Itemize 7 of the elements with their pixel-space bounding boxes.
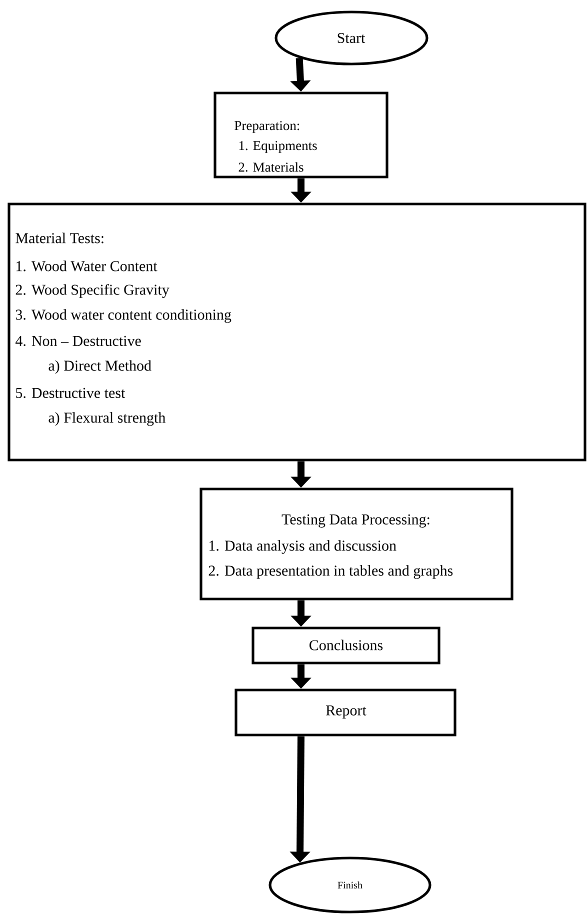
end-oval: Finish [268, 856, 432, 914]
process-box: Material Tests: 1. Wood Water Content 2. Wood Specific Gravity 3. Wood water content conditioning 4. Non – Destructive a) Direct Method 5. Destructive test a) Flexural strength [8, 202, 586, 462]
process-box: Testing Data Processing: 1. Data analysis and discussion 2. Data presentation in tables and graphs [200, 488, 514, 600]
process-box: Report [234, 688, 456, 736]
start-oval: Start [274, 10, 428, 66]
process-box: Conclusions [252, 626, 440, 664]
process-box: Preparation: 1. Equipments 2. Materials [214, 92, 388, 178]
